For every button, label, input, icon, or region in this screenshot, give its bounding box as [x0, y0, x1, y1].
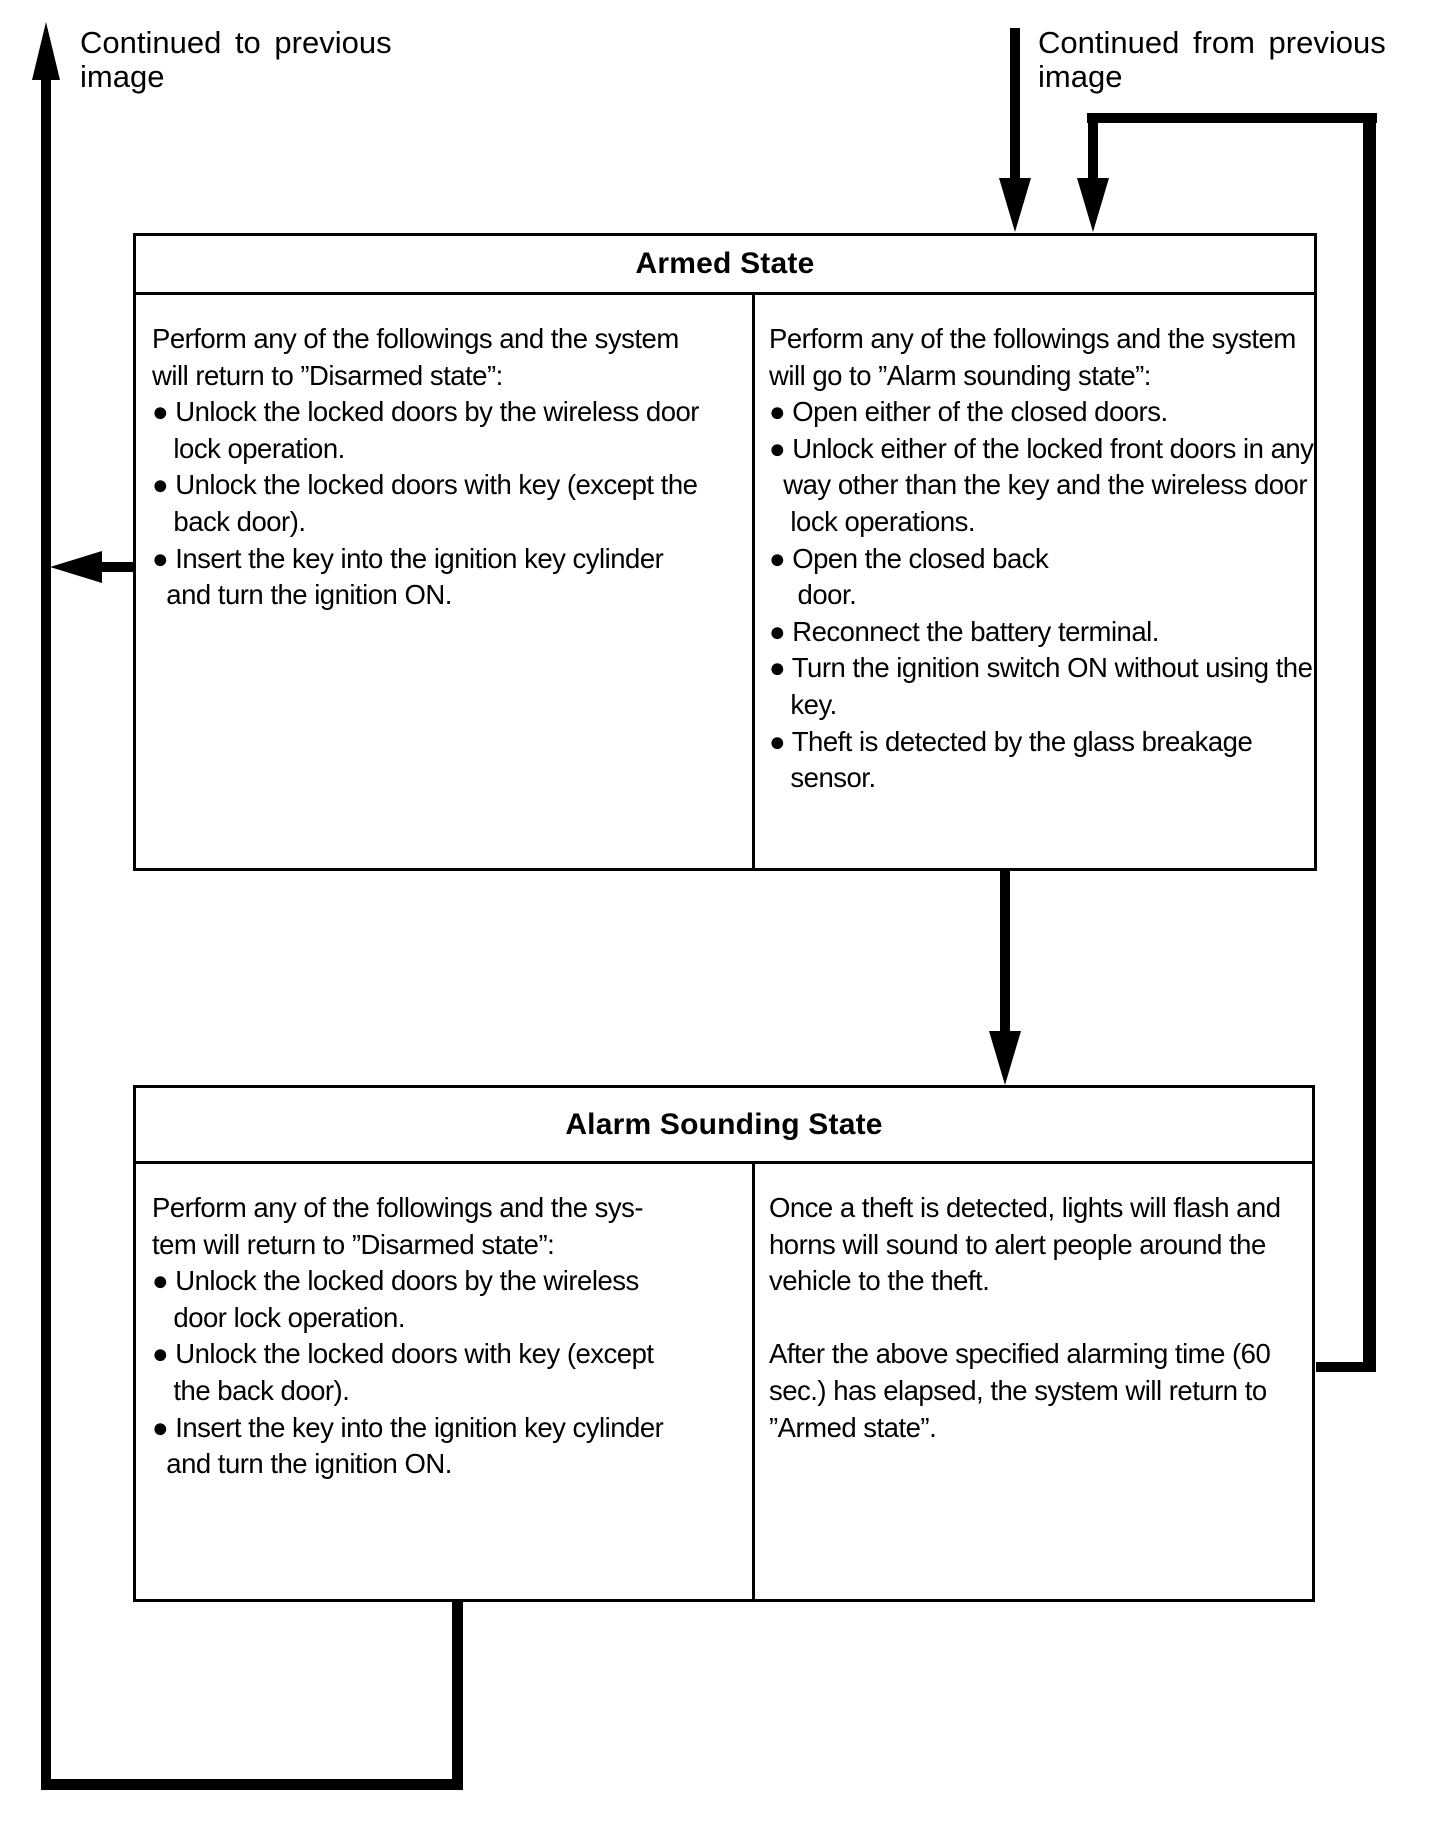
alarm-state-left-column: Perform any of the followings and the sy…	[152, 1192, 664, 1480]
feedback-top-bar	[1087, 113, 1377, 123]
armed-state-left-column: Perform any of the followings and the sy…	[152, 323, 699, 611]
label-continued-to-previous: Continued to previous image	[80, 25, 392, 94]
armed-state-body: Perform any of the followings and the sy…	[136, 295, 1314, 868]
bottom-return-bar	[41, 1779, 463, 1790]
alarm-state-right-column: Once a theft is detected, lights will fl…	[752, 1164, 1312, 1599]
armed-to-previous-connector	[98, 562, 136, 572]
armed-state-header: Armed State	[136, 236, 1314, 295]
alarm-sounding-state-box: Alarm Sounding State Perform any of the …	[133, 1085, 1315, 1602]
armed-state-title: Armed State	[635, 247, 815, 280]
feedback-exit-stub	[1316, 1362, 1370, 1372]
armed-to-alarm-shaft	[1000, 869, 1010, 1033]
alarm-sounding-state-body: Perform any of the followings and the sy…	[136, 1164, 1312, 1599]
alarm-sounding-state-title: Alarm Sounding State	[565, 1107, 883, 1141]
up-arrow-icon	[32, 22, 60, 80]
down-arrow-icon	[989, 1031, 1021, 1085]
left-arrow-icon	[50, 551, 102, 583]
alarm-exit-shaft	[452, 1600, 463, 1785]
feedback-drop-shaft	[1088, 118, 1098, 180]
feedback-right-line	[1363, 113, 1376, 1372]
label-continued-from-previous: Continued from previous image	[1038, 25, 1386, 94]
armed-state-box: Armed State Perform any of the following…	[133, 233, 1317, 871]
left-return-line	[41, 78, 51, 1790]
down-arrow-icon	[999, 178, 1031, 232]
alarm-sounding-state-header: Alarm Sounding State	[136, 1088, 1312, 1164]
armed-state-right-column: Perform any of the followings and the sy…	[752, 295, 1314, 868]
down-arrow-icon	[1077, 178, 1109, 232]
from-previous-arrow-shaft	[1010, 28, 1020, 180]
